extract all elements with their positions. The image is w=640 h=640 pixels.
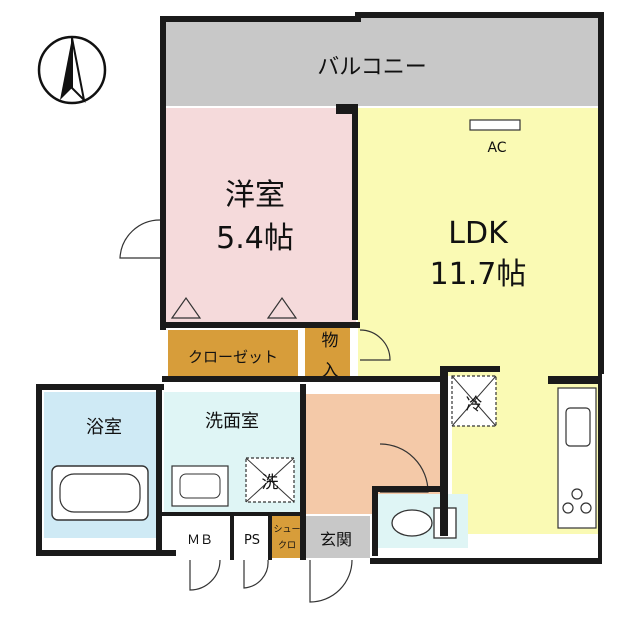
ac-label: AC (487, 140, 506, 156)
washroom-label: 洗面室 (205, 411, 259, 432)
toilet-room (378, 494, 468, 548)
shoe-label-2: クロ (278, 540, 296, 551)
utility-row: ＭＢ PS シュー クロ 玄関 (187, 516, 370, 603)
door-swing-icon (189, 559, 221, 591)
ac-unit-icon (469, 119, 521, 131)
washroom: 洗面室 洗 (164, 392, 300, 516)
ldk-name: LDK (448, 216, 509, 251)
western-room: 洋室 5.4帖 (119, 108, 356, 322)
bathtub-icon (51, 465, 149, 521)
shoe-label-1: シュー (273, 525, 300, 535)
walls (36, 104, 604, 564)
closet-label: クローゼット (188, 348, 278, 366)
balcony: バルコニー (160, 12, 604, 108)
ldk-size: 11.7帖 (430, 257, 527, 292)
washing-machine-icon: 洗 (245, 457, 295, 503)
balcony-label: バルコニー (317, 55, 427, 80)
kitchen-sink-icon (565, 407, 591, 447)
closet: クローゼット (168, 330, 298, 380)
shoe-closet (272, 516, 302, 558)
sink-icon (171, 465, 229, 507)
entrance-door-icon (309, 559, 353, 603)
western-room-name: 洋室 (225, 178, 285, 213)
bath-label: 浴室 (86, 417, 122, 438)
toilet-icon (391, 507, 457, 539)
bathroom: 浴室 (44, 392, 156, 538)
washer-label: 洗 (262, 473, 279, 493)
western-room-size: 5.4帖 (216, 221, 294, 256)
fridge-label: 冷 (466, 395, 483, 415)
closet-door-icon (170, 296, 202, 319)
entrance-label: 玄関 (320, 530, 352, 549)
mb-label: ＭＢ (187, 533, 213, 548)
door-swing-icon (243, 559, 269, 589)
fridge-space: 冷 (451, 375, 497, 427)
kitchen-counter (557, 387, 597, 529)
storage-label-1: 物 (322, 331, 339, 351)
north-arrow-icon (37, 35, 107, 105)
entrance (304, 516, 370, 558)
door-swing-icon (119, 219, 161, 259)
door-swing-icon (359, 329, 391, 361)
ps-label: PS (244, 533, 260, 548)
stove-icon (562, 488, 592, 514)
closet-door-icon (266, 296, 298, 319)
